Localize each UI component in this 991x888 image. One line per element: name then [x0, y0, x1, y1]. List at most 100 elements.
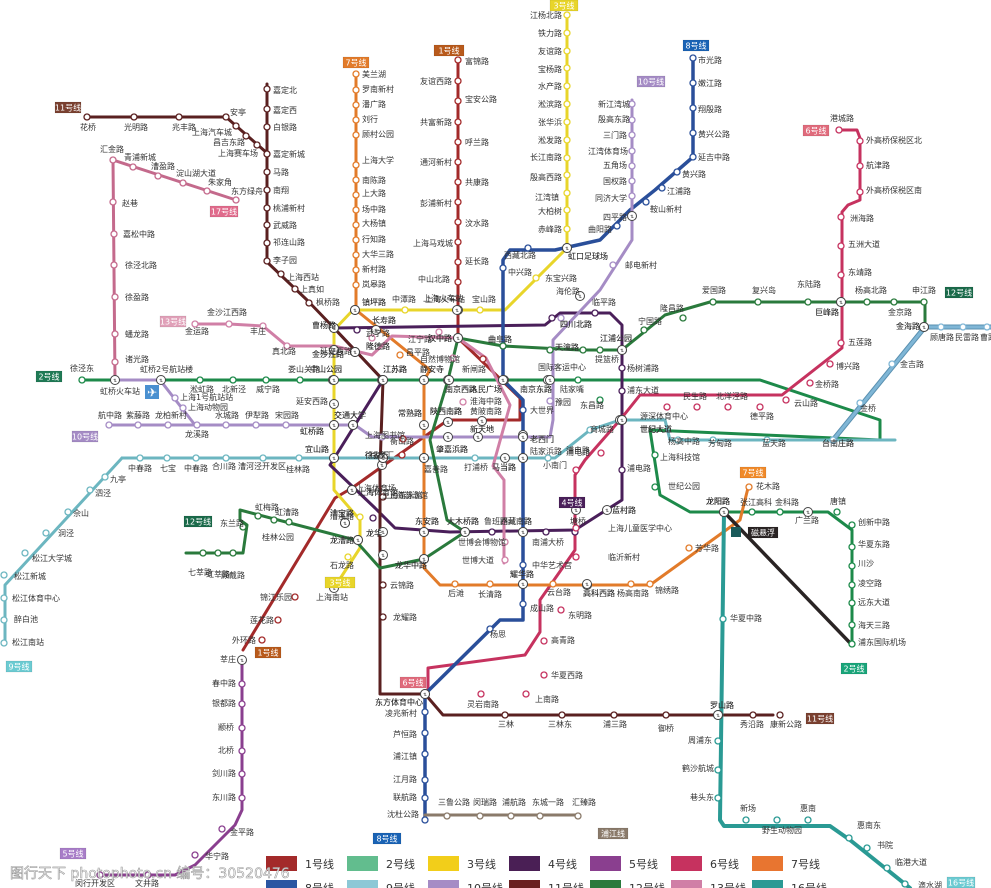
station-label[interactable]: 兆丰路 — [172, 122, 196, 132]
station-icon[interactable] — [613, 222, 621, 230]
station-icon[interactable] — [263, 204, 271, 212]
station-icon[interactable] — [352, 266, 360, 274]
station-icon[interactable] — [709, 436, 717, 444]
station-label[interactable]: 天潼路 — [555, 342, 579, 352]
station-icon[interactable] — [597, 449, 605, 457]
station-label[interactable]: 杨高北路 — [855, 285, 887, 295]
station-label[interactable]: 龙漕路 — [330, 535, 354, 545]
station-icon[interactable] — [501, 711, 509, 719]
interchange-station-icon[interactable] — [378, 453, 388, 463]
station-label[interactable]: 上海游泳馆 — [388, 490, 428, 500]
station-label[interactable]: 李子园 — [273, 255, 297, 265]
station-icon[interactable] — [689, 54, 697, 62]
station-icon[interactable] — [421, 708, 429, 716]
interchange-station-icon[interactable] — [347, 485, 357, 495]
interchange-station-icon[interactable] — [713, 710, 723, 720]
station-label[interactable]: 嘉定北 — [273, 85, 297, 95]
station-label[interactable]: 隆德路 — [366, 341, 390, 351]
station-icon[interactable] — [110, 261, 118, 269]
station-icon[interactable] — [283, 342, 291, 350]
station-label[interactable]: 延吉中路 — [698, 152, 730, 162]
station-icon[interactable] — [179, 179, 187, 187]
station-label[interactable]: 赵巷 — [122, 198, 138, 208]
station-icon[interactable] — [837, 242, 845, 250]
station-icon[interactable] — [109, 198, 117, 206]
station-label[interactable]: 潘广路 — [362, 99, 386, 109]
interchange-station-icon[interactable] — [444, 375, 454, 385]
station-icon[interactable] — [856, 137, 864, 145]
station-label[interactable]: 东方绿舟 — [231, 186, 263, 196]
station-label[interactable]: 江苏路 — [383, 364, 407, 374]
station-icon[interactable] — [776, 508, 784, 516]
line-mag[interactable] — [722, 510, 854, 647]
station-label[interactable]: 陕西南路 — [430, 406, 462, 416]
station-icon[interactable] — [229, 376, 237, 384]
station-label[interactable]: 颛桥 — [218, 722, 234, 732]
station-icon[interactable] — [291, 285, 299, 293]
station-icon[interactable] — [454, 138, 462, 146]
station-label[interactable]: 四川北路 — [560, 319, 592, 329]
station-label[interactable]: 川沙 — [858, 559, 874, 568]
interchange-station-icon[interactable] — [340, 518, 350, 528]
station-label[interactable]: 广兰路 — [795, 515, 819, 525]
station-label[interactable]: 宝安公路 — [465, 94, 497, 104]
station-label[interactable]: 上海儿童医学中心 — [608, 523, 672, 533]
station-label[interactable]: 江杨北路 — [530, 10, 562, 20]
station-label[interactable]: 虹口足球场 — [568, 251, 608, 261]
station-label[interactable]: 隆德路 — [366, 341, 390, 351]
station-icon[interactable] — [352, 236, 360, 244]
station-label[interactable]: 东陆路 — [797, 279, 821, 289]
station-icon[interactable] — [396, 351, 404, 359]
station-icon[interactable] — [563, 82, 571, 90]
station-label[interactable]: 七宝 — [160, 463, 176, 473]
station-label[interactable]: 德平路 — [750, 411, 774, 421]
station-label[interactable]: 紫藤路 — [126, 410, 150, 420]
station-label[interactable]: 东方体育中心 — [375, 697, 423, 707]
station-icon[interactable] — [259, 454, 267, 462]
interchange-station-icon[interactable] — [353, 535, 363, 545]
station-icon[interactable] — [782, 396, 790, 404]
station-label[interactable]: 顾唐路 — [930, 332, 954, 342]
station-label[interactable]: 银都路 — [212, 698, 236, 708]
station-label[interactable]: 博兴路 — [836, 361, 860, 371]
station-label[interactable]: 桃浦新村 — [273, 203, 305, 213]
station-icon[interactable] — [369, 514, 377, 522]
station-label[interactable]: 莲花路 — [250, 615, 274, 625]
station-label[interactable]: 徐泾北路 — [125, 260, 157, 270]
interchange-station-icon[interactable] — [518, 432, 528, 442]
station-icon[interactable] — [563, 171, 571, 179]
station-icon[interactable] — [191, 320, 199, 328]
station-label[interactable]: 西藏北路 — [504, 250, 536, 260]
station-icon[interactable] — [749, 711, 757, 719]
station-icon[interactable] — [356, 513, 364, 521]
station-label[interactable]: 醉白池 — [14, 614, 38, 624]
station-label[interactable]: 金科路 — [775, 497, 799, 507]
station-label[interactable]: 鹤沙航城 — [682, 763, 714, 773]
station-label[interactable]: 友谊路 — [538, 46, 562, 56]
station-icon[interactable] — [829, 436, 837, 444]
station-label[interactable]: 合川路 — [212, 461, 236, 471]
station-label[interactable]: 复兴岛 — [752, 285, 776, 295]
station-icon[interactable] — [421, 794, 429, 802]
line-path[interactable] — [80, 378, 882, 647]
interchange-station-icon[interactable] — [419, 453, 429, 463]
station-icon[interactable] — [983, 323, 991, 331]
station-icon[interactable] — [519, 561, 527, 569]
station-icon[interactable] — [532, 274, 540, 282]
station-icon[interactable] — [421, 750, 429, 758]
station-icon[interactable] — [477, 690, 485, 698]
station-label[interactable]: 惠南 — [800, 803, 816, 813]
station-icon[interactable] — [742, 816, 750, 824]
station-label[interactable]: 港城路 — [830, 113, 854, 123]
station-label[interactable]: 威宁路 — [256, 384, 280, 394]
station-icon[interactable] — [689, 153, 697, 161]
station-icon[interactable] — [239, 523, 247, 531]
station-icon[interactable] — [305, 299, 313, 307]
station-icon[interactable] — [856, 399, 864, 407]
station-label[interactable]: 申江路 — [912, 285, 936, 295]
station-label[interactable]: 唐镇 — [830, 496, 846, 506]
station-label[interactable]: 黄兴路 — [682, 169, 706, 179]
station-label[interactable]: 上海科技馆 — [660, 452, 700, 462]
station-label[interactable]: 金桥 — [860, 403, 876, 413]
interchange-station-icon[interactable] — [562, 243, 572, 253]
